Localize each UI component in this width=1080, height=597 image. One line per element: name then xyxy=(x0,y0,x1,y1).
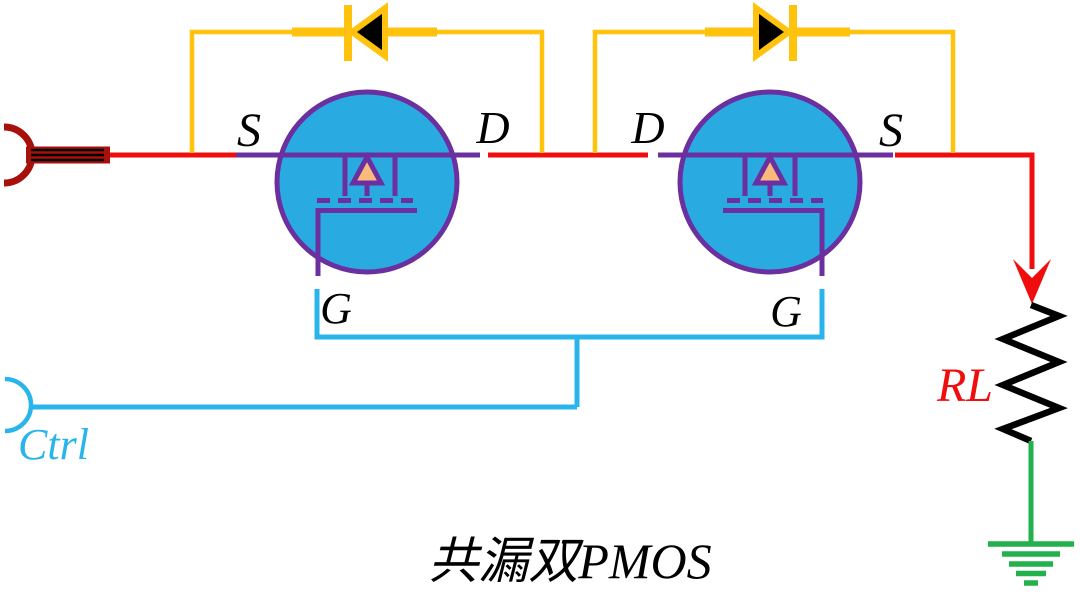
pmos1-gate-label: G xyxy=(320,284,352,333)
circuit-title: 共漏双PMOS xyxy=(428,533,711,589)
pmos1-source-label: S xyxy=(237,104,261,157)
pmos1-gate-plate xyxy=(315,208,417,276)
pmos1-substrate-arrow-icon xyxy=(348,151,386,186)
current-arrow-icon xyxy=(1013,259,1051,304)
pmos1-drain-label: D xyxy=(475,102,509,153)
pmos2-substrate-arrow-icon xyxy=(751,151,789,186)
load-label: RL xyxy=(936,359,993,412)
pmos-devices xyxy=(236,89,893,276)
ground-symbol-icon xyxy=(988,541,1074,586)
power-rail-wires xyxy=(110,152,1035,269)
ctrl-label: Ctrl xyxy=(18,420,89,469)
body-diode-2-icon xyxy=(753,2,795,62)
ground-network xyxy=(988,441,1074,586)
load-resistor-icon xyxy=(994,301,1068,444)
body-diode-1-icon xyxy=(346,2,388,62)
pmos2-drain-label: D xyxy=(630,102,664,153)
pmos2-source-label: S xyxy=(879,104,903,157)
pmos2-gate-label: G xyxy=(770,287,802,336)
gate-control-wiring xyxy=(4,289,825,434)
ctrl-terminal-arc xyxy=(4,376,34,434)
gate-bus-wire xyxy=(314,289,825,340)
output-wire xyxy=(895,152,1035,269)
input-cable-stripes xyxy=(31,148,104,162)
body-diode-network xyxy=(189,2,956,153)
pmos2-gate-plate xyxy=(723,208,825,276)
